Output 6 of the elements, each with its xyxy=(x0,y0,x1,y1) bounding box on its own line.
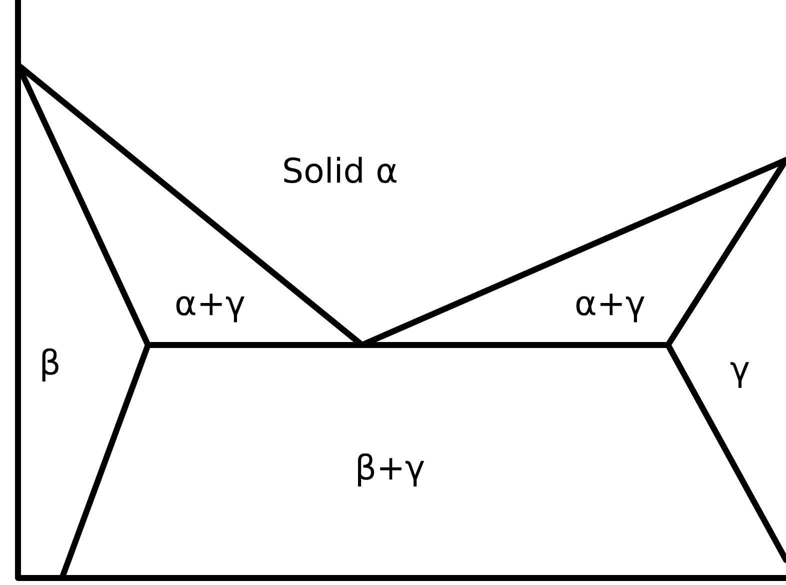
phase-label: α+γ xyxy=(176,294,244,322)
phase-label: Solid α xyxy=(284,156,396,184)
phase-label: α+γ xyxy=(576,294,644,322)
phase-label: β xyxy=(42,348,58,382)
phase-label: β+γ xyxy=(358,453,424,487)
phase-label: γ xyxy=(730,362,750,388)
